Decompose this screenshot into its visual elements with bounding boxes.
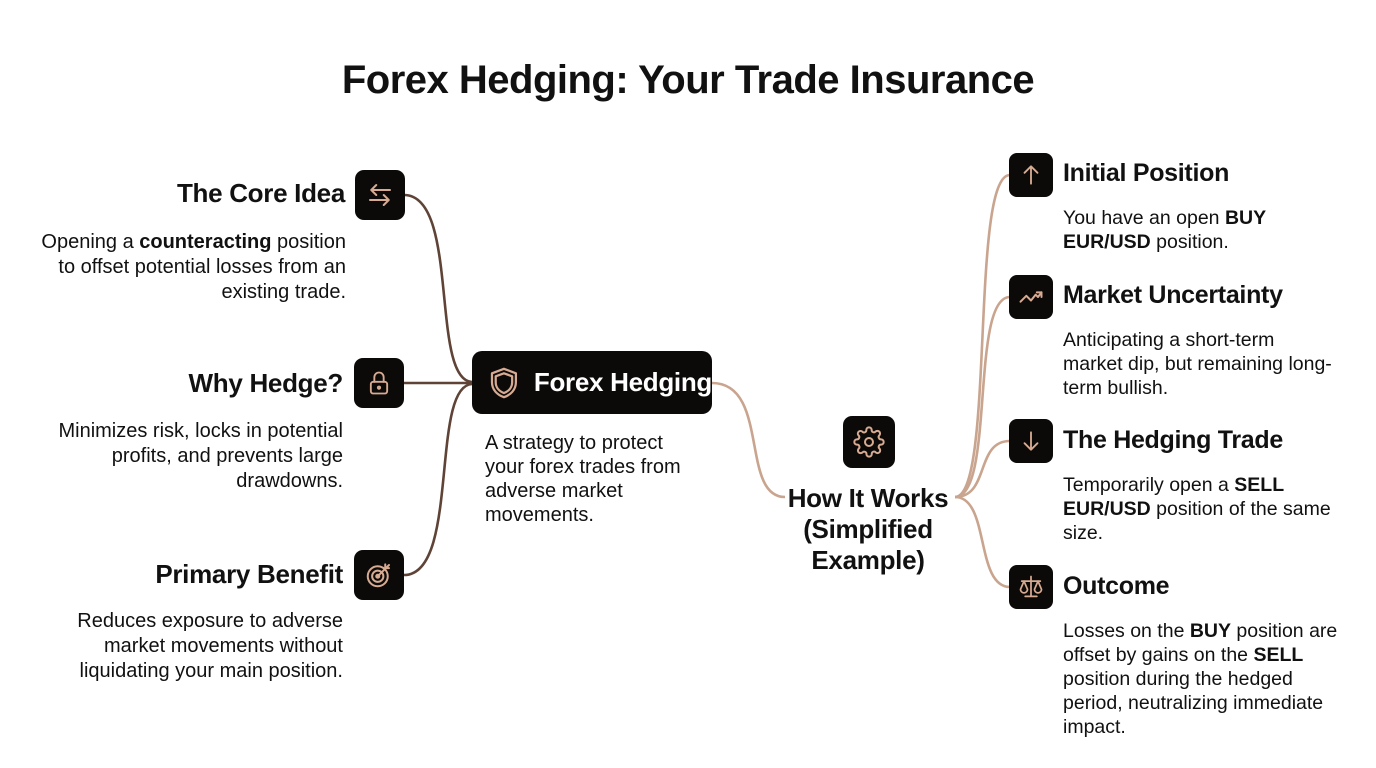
step-initial-iconbox [1009, 153, 1053, 197]
link-primary-benefit [403, 382, 473, 577]
text-run: Opening a [41, 231, 140, 253]
shield-icon [490, 367, 518, 398]
text-run: position are offset by gains on the [1063, 620, 1338, 666]
step-hedging-iconbox [1009, 419, 1053, 463]
text-run: Losses on the [1063, 620, 1190, 642]
text-run: position during the hedged period, neutr… [1063, 668, 1324, 738]
step-outcome-description: Losses on the BUY position are offset by… [1063, 619, 1338, 739]
step-outcome-heading: Outcome [1063, 572, 1170, 600]
link-step-initial [954, 173, 1011, 499]
step-initial-heading: Initial Position [1063, 159, 1230, 187]
node-why-hedge-iconbox [354, 358, 404, 408]
page-title: Forex Hedging: Your Trade Insurance [341, 58, 1035, 102]
how-it-works-label: How It Works (Simplified Example) [787, 483, 949, 575]
node-core-idea-heading: The Core Idea [176, 178, 345, 208]
node-primary-benefit-description: Reduces exposure to adverse market movem… [43, 609, 343, 684]
center-node-label: Forex Hedging [533, 367, 712, 397]
step-uncertainty-iconbox [1009, 275, 1053, 319]
text-run: Reduces exposure to adverse market movem… [77, 610, 343, 682]
emphasis-text: BUY EUR/USD [1063, 207, 1266, 253]
link-center-how [711, 381, 786, 499]
step-uncertainty-heading: Market Uncertainty [1063, 281, 1283, 309]
node-primary-benefit-heading: Primary Benefit [155, 559, 343, 589]
scales-icon [1019, 575, 1043, 598]
link-step-hedging [954, 439, 1011, 499]
text-run: position to offset potential losses from… [58, 231, 346, 303]
node-why-hedge-description: Minimizes risk, locks in potential profi… [43, 419, 343, 494]
emphasis-text: counteracting [139, 231, 272, 253]
text-run: Minimizes risk, locks in potential profi… [58, 420, 343, 492]
text-run: position of the same size. [1063, 498, 1331, 544]
center-node-description: A strategy to protect your forex trades … [485, 432, 681, 526]
lock-icon [369, 371, 389, 395]
text-run: You have an open [1063, 207, 1225, 229]
step-uncertainty-description: Anticipating a short-term market dip, bu… [1063, 328, 1338, 400]
text-run: Anticipating a short-term market dip, bu… [1063, 329, 1332, 399]
text-run: Temporarily open a [1063, 474, 1235, 496]
how-it-works-iconbox [843, 416, 895, 468]
center-node: Forex Hedging [472, 351, 712, 414]
node-why-hedge-heading: Why Hedge? [188, 368, 344, 398]
link-step-uncertainty [954, 295, 1011, 499]
link-step-outcome [954, 495, 1011, 589]
emphasis-text: BUY [1189, 620, 1232, 642]
step-outcome-iconbox [1009, 565, 1053, 609]
gear-icon [853, 426, 885, 458]
arrows-swap-icon [369, 184, 391, 206]
emphasis-text: SELL [1253, 644, 1304, 666]
text-run: position. [1150, 231, 1229, 253]
step-hedging-description: Temporarily open a SELL EUR/USD position… [1063, 473, 1338, 545]
trend-icon [1019, 291, 1043, 303]
emphasis-text: SELL EUR/USD [1063, 474, 1284, 520]
node-core-idea-description: Opening a counteracting position to offs… [36, 230, 346, 305]
node-primary-benefit-iconbox [354, 550, 404, 600]
arrow-down-icon [1023, 431, 1039, 451]
link-core-idea [403, 193, 473, 384]
step-hedging-heading: The Hedging Trade [1063, 426, 1283, 454]
step-initial-description: You have an open BUY EUR/USD position. [1063, 206, 1293, 254]
arrow-up-icon [1023, 165, 1039, 185]
target-icon [366, 563, 390, 588]
node-core-idea-iconbox [355, 170, 405, 220]
